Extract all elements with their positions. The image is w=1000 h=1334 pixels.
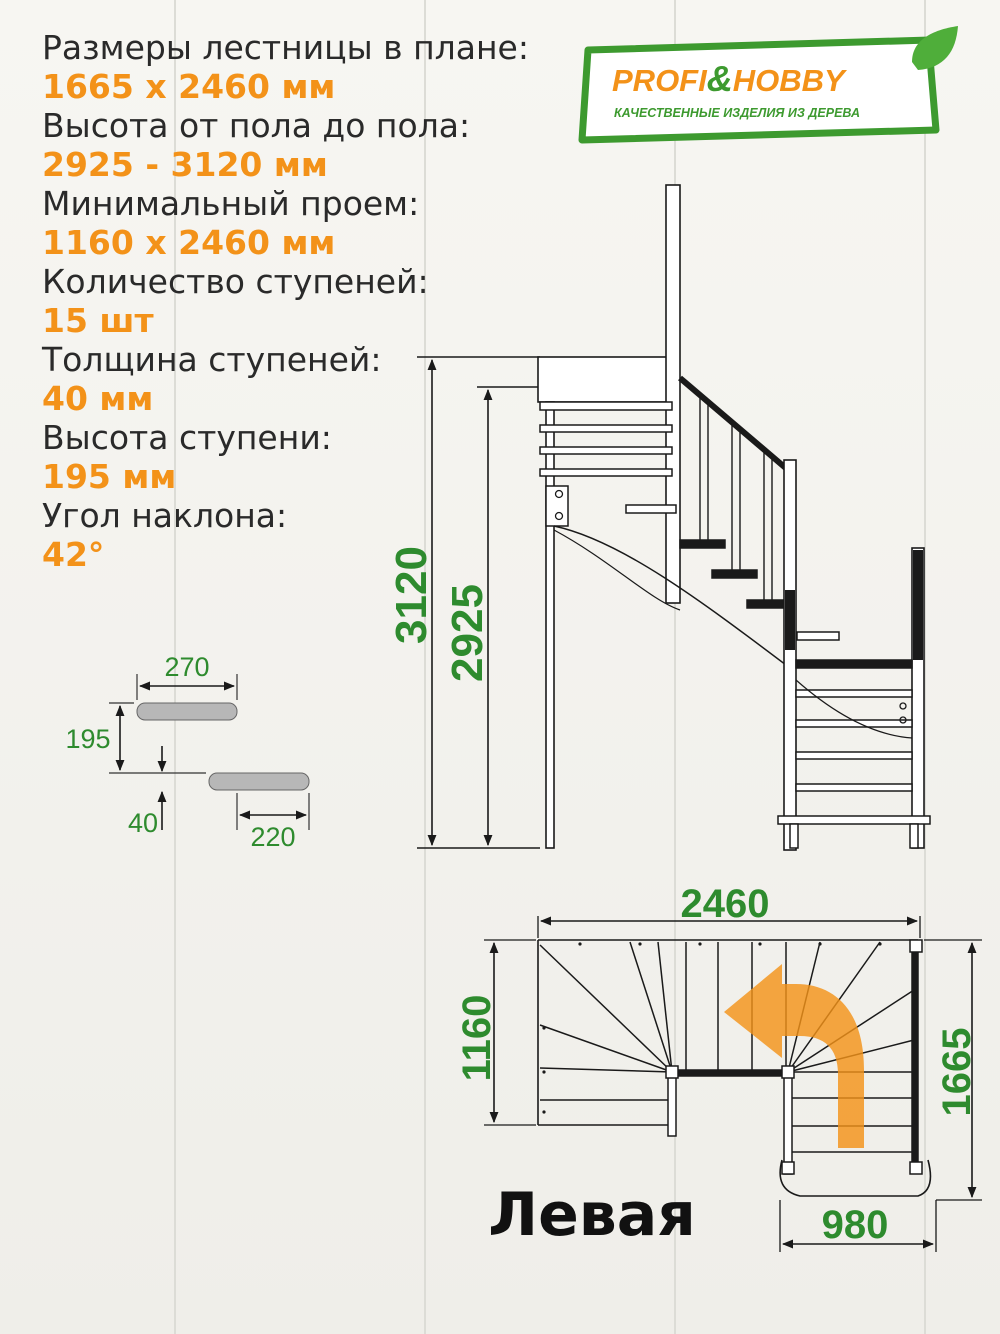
spec-value: 2925 - 3120 мм bbox=[42, 145, 328, 184]
top-newel-post bbox=[665, 184, 681, 604]
middle-newel-post bbox=[783, 459, 797, 851]
leaf-icon bbox=[912, 26, 958, 70]
spec-floor-height: Высота от пола до пола: 2925 - 3120 мм bbox=[42, 106, 529, 184]
spec-label: Высота от пола до пола: bbox=[42, 106, 471, 145]
tread-depth-label: 270 bbox=[164, 652, 209, 682]
logo-brand-left: PROFI bbox=[612, 63, 708, 98]
total-height-label: 3120 bbox=[387, 546, 436, 644]
plan-length-label: 2460 bbox=[681, 882, 770, 926]
riser-label: 195 bbox=[65, 724, 110, 754]
spec-step-count: Количество ступеней: 15 шт bbox=[42, 262, 529, 340]
spec-label: Размеры лестницы в плане: bbox=[42, 28, 529, 67]
going-label: 220 bbox=[250, 822, 295, 852]
spec-plan-size: Размеры лестницы в плане: 1665 х 2460 мм bbox=[42, 28, 529, 106]
spec-incline-angle: Угол наклона: 42° bbox=[42, 496, 529, 574]
spec-step-height: Высота ступени: 195 мм bbox=[42, 418, 529, 496]
variant-label: Левая bbox=[488, 1180, 696, 1250]
climb-direction-arrow-icon bbox=[724, 964, 864, 1148]
logo-brand-amp: & bbox=[707, 58, 733, 99]
spec-value: 1160 х 2460 мм bbox=[42, 223, 336, 262]
spec-value: 42° bbox=[42, 535, 105, 574]
svg-text:PROFI&HOBBY: PROFI&HOBBY bbox=[612, 58, 848, 99]
spec-min-opening: Минимальный проем: 1160 х 2460 мм bbox=[42, 184, 529, 262]
spec-value: 195 мм bbox=[42, 457, 177, 496]
spec-value: 40 мм bbox=[42, 379, 154, 418]
elevation-view: 3120 2925 bbox=[387, 184, 931, 851]
plan-width-label: 1665 bbox=[935, 1028, 979, 1117]
spec-value: 15 шт bbox=[42, 301, 154, 340]
flight-width-label: 980 bbox=[822, 1203, 889, 1247]
lower-tread bbox=[208, 772, 310, 791]
brand-logo: PROFI&HOBBY КАЧЕСТВЕННЫЕ ИЗДЕЛИЯ ИЗ ДЕРЕ… bbox=[578, 26, 958, 144]
logo-frame bbox=[578, 36, 940, 144]
spec-step-thickness: Толщина ступеней: 40 мм bbox=[42, 340, 529, 418]
upper-floor-slab bbox=[537, 356, 677, 403]
spec-value: 1665 х 2460 мм bbox=[42, 67, 336, 106]
spec-label: Высота ступени: bbox=[42, 418, 332, 457]
step-detail: 270 195 40 220 bbox=[65, 652, 310, 852]
spec-label: Угол наклона: bbox=[42, 496, 288, 535]
spec-label: Минимальный проем: bbox=[42, 184, 420, 223]
plan-view: 2460 1160 1665 980 bbox=[455, 882, 982, 1252]
upper-tread bbox=[136, 702, 238, 721]
opening-width-label: 1160 bbox=[455, 995, 499, 1082]
spec-label: Количество ступеней: bbox=[42, 262, 429, 301]
logo-tagline: КАЧЕСТВЕННЫЕ ИЗДЕЛИЯ ИЗ ДЕРЕВА bbox=[614, 106, 860, 120]
handrail bbox=[678, 375, 790, 473]
specs-list: Размеры лестницы в плане: 1665 х 2460 мм… bbox=[42, 28, 529, 574]
spec-label: Толщина ступеней: bbox=[42, 340, 382, 379]
thickness-label: 40 bbox=[128, 808, 158, 838]
floor-height-label: 2925 bbox=[443, 584, 492, 682]
logo-brand-right: HOBBY bbox=[733, 63, 848, 98]
